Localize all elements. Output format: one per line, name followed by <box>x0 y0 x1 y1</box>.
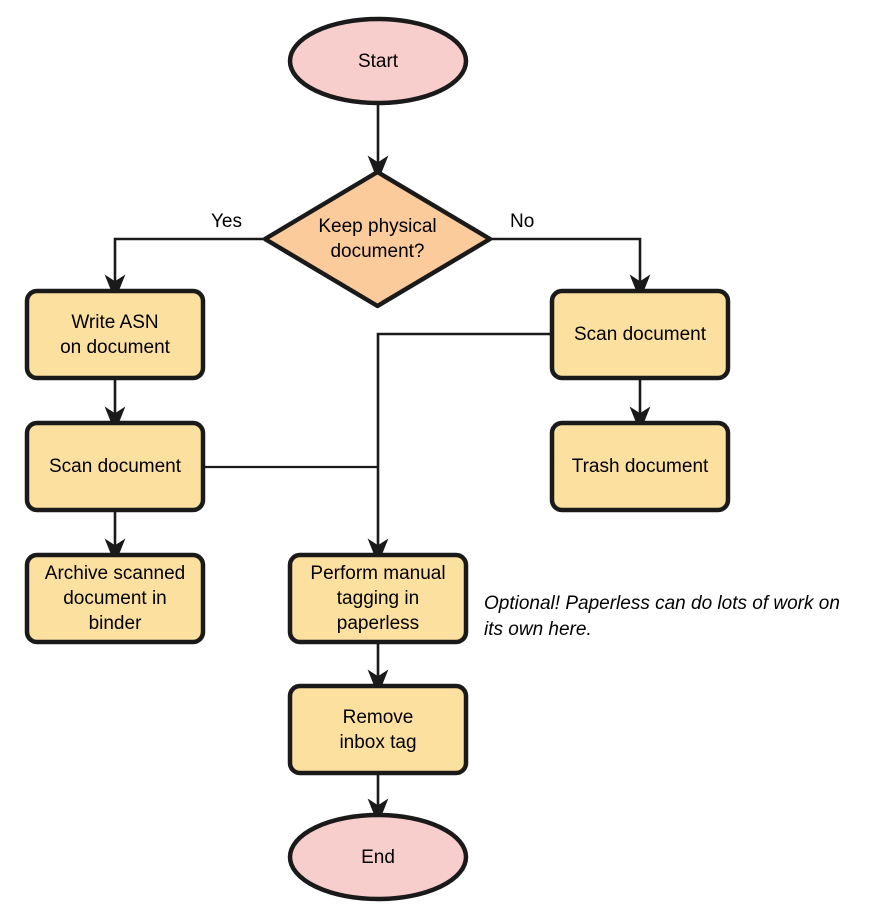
node-remove-inbox-tag[interactable] <box>287 683 469 776</box>
node-perform-manual-tagging[interactable] <box>287 552 469 645</box>
node-decision-keep-physical-document[interactable] <box>262 169 493 309</box>
edge-decision-to-scan-right <box>490 237 651 301</box>
nodes-layer <box>24 16 731 902</box>
node-start[interactable] <box>287 16 469 106</box>
node-end[interactable] <box>287 812 469 902</box>
node-archive-scanned-document[interactable] <box>24 552 206 645</box>
node-write-asn[interactable] <box>24 288 206 381</box>
node-scan-document-right[interactable] <box>549 288 731 381</box>
node-trash-document[interactable] <box>549 420 731 513</box>
edge-scan-right-to-manual-tagging <box>367 332 552 565</box>
edge-label-no: No <box>510 211 535 232</box>
edge-label-yes: Yes <box>211 211 242 232</box>
edges-layer <box>104 102 651 825</box>
edge-decision-to-write-asn <box>104 237 265 301</box>
node-scan-document-left[interactable] <box>24 420 206 513</box>
optional-note-annotation: Optional! Paperless can do lots of work … <box>484 593 840 640</box>
